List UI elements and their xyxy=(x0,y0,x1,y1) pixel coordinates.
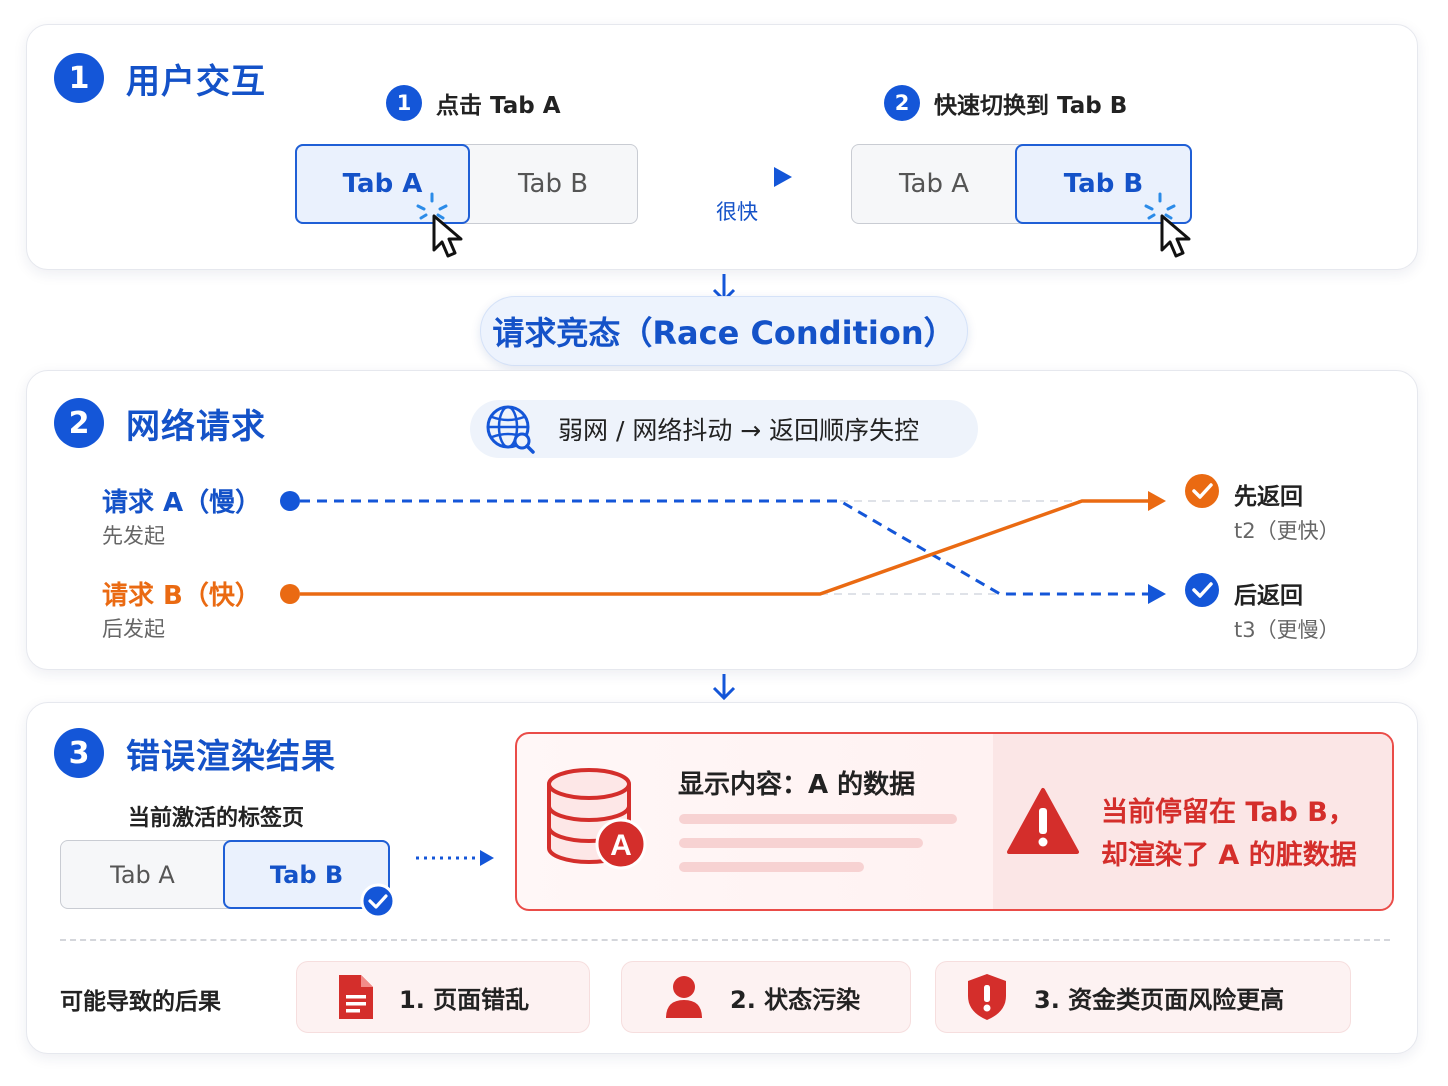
fast-label: 很快 xyxy=(716,200,758,224)
fast-arrow-icon xyxy=(694,167,792,187)
step-2: 2 快速切换到 Tab B xyxy=(884,85,1127,121)
divider xyxy=(60,939,1390,941)
step-1: 1 点击 Tab A xyxy=(386,85,561,121)
tab-a[interactable]: Tab A xyxy=(898,169,970,199)
race-condition-pill: 请求竞态（Race Condition） xyxy=(480,296,968,366)
check-blue-icon xyxy=(1185,573,1219,607)
consequence-3-text: 3. 资金类页面风险更高 xyxy=(1034,985,1285,1014)
tab-group-after: Tab A Tab B xyxy=(851,144,1192,224)
skeleton-line xyxy=(679,838,923,848)
section-3-title: 错误渲染结果 xyxy=(126,736,336,777)
shield-alert-icon xyxy=(968,974,1006,1020)
step-2-number: 2 xyxy=(884,85,920,121)
first-return-sub: t2（更快） xyxy=(1234,519,1340,543)
tab-b[interactable]: Tab B xyxy=(517,169,589,199)
step-2-label: 快速切换到 Tab B xyxy=(934,93,1128,119)
section-3-number: 3 xyxy=(54,728,104,778)
warning-triangle-icon xyxy=(1007,788,1079,854)
tab-b-active[interactable]: Tab B xyxy=(1015,144,1192,224)
click-cursor-icon xyxy=(1144,192,1191,258)
second-return-sub: t3（更慢） xyxy=(1234,618,1340,642)
consequences-label: 可能导致的后果 xyxy=(60,989,221,1015)
step-1-number: 1 xyxy=(386,85,422,121)
tab-group-before: Tab A Tab B xyxy=(295,144,638,224)
consequence-1-text: 1. 页面错乱 xyxy=(399,985,530,1014)
second-return-label: 后返回 xyxy=(1234,583,1303,609)
tab-group-current: Tab A Tab B xyxy=(60,840,390,909)
request-b-line xyxy=(280,491,1166,604)
request-a-label: 请求 A（慢） xyxy=(102,488,262,518)
consequence-2-text: 2. 状态污染 xyxy=(730,985,861,1014)
network-note-text: 弱网 / 网络抖动 → 返回顺序失控 xyxy=(558,416,920,445)
db-badge-letter: A xyxy=(610,829,632,862)
request-b-sub: 后发起 xyxy=(102,617,165,641)
warning-line-2: 却渲染了 A 的脏数据 xyxy=(1101,840,1357,871)
tab-a-active[interactable]: Tab A xyxy=(295,144,470,224)
click-cursor-icon xyxy=(416,192,463,258)
render-result-box: A 显示内容：A 的数据 当前停留在 Tab B， 却渲染了 A 的脏数据 xyxy=(515,732,1394,911)
request-a-sub: 先发起 xyxy=(102,524,165,548)
consequence-card: 3. 资金类页面风险更高 xyxy=(935,961,1351,1033)
dotted-arrow-icon xyxy=(416,850,494,866)
section-1-title: 用户交互 xyxy=(126,61,266,102)
request-b-label: 请求 B（快） xyxy=(102,581,261,611)
down-arrow-icon xyxy=(712,674,736,701)
section-1-number: 1 xyxy=(54,53,104,103)
active-tab-label: 当前激活的标签页 xyxy=(128,806,305,831)
consequence-card: 1. 页面错乱 xyxy=(296,961,590,1033)
section-2-title: 网络请求 xyxy=(126,406,266,447)
section-3-header: 3 错误渲染结果 xyxy=(54,728,336,778)
first-return-label: 先返回 xyxy=(1234,484,1303,510)
skeleton-line xyxy=(679,862,864,872)
section-2-number: 2 xyxy=(54,398,104,448)
tab-a[interactable]: Tab A xyxy=(110,860,175,889)
globe-search-icon xyxy=(486,405,535,454)
user-icon xyxy=(666,976,702,1018)
render-content-title: 显示内容：A 的数据 xyxy=(678,770,916,800)
consequence-card: 2. 状态污染 xyxy=(621,961,911,1033)
section-2-header: 2 网络请求 xyxy=(54,398,266,448)
skeleton-line xyxy=(679,814,957,824)
section-1-header: 1 用户交互 xyxy=(54,53,266,103)
check-blue-icon xyxy=(360,883,396,919)
document-icon xyxy=(339,975,373,1019)
check-orange-icon xyxy=(1185,474,1219,508)
step-1-label: 点击 Tab A xyxy=(436,93,561,119)
database-icon: A xyxy=(547,768,647,870)
request-a-line xyxy=(280,491,1166,604)
warning-line-1: 当前停留在 Tab B， xyxy=(1101,797,1355,828)
network-note-pill: 弱网 / 网络抖动 → 返回顺序失控 xyxy=(470,400,978,458)
